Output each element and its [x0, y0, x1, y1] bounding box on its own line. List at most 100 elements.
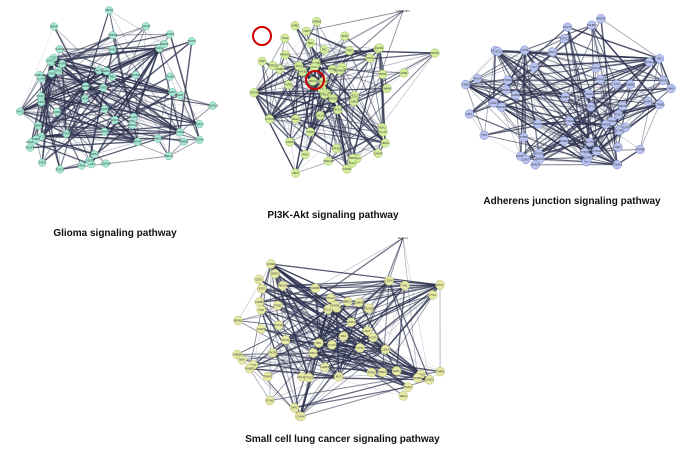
node-label: ACTN4 — [615, 129, 624, 133]
gene-node — [611, 79, 622, 89]
edge — [316, 63, 383, 75]
edge — [465, 58, 660, 86]
edge — [270, 263, 314, 354]
node-label: PDGFB — [26, 146, 35, 150]
gene-node — [355, 343, 365, 353]
gene-node — [435, 280, 445, 290]
gene-node — [333, 372, 344, 382]
edge — [19, 49, 113, 112]
edge — [62, 63, 138, 142]
node-label: MAP3K8P2 — [396, 9, 410, 13]
edge — [133, 48, 160, 118]
glioma-caption: Glioma signaling pathway — [53, 228, 177, 239]
edge — [261, 288, 418, 379]
node-label: MAPK — [188, 39, 196, 43]
edge — [298, 31, 307, 66]
node-label: PIK3CD — [155, 46, 164, 50]
node-label: PDK1 — [321, 92, 328, 96]
edge — [309, 63, 317, 132]
edge — [658, 58, 672, 89]
gene-node — [16, 107, 25, 116]
node-label: ERBB2 — [626, 82, 635, 86]
edge — [337, 87, 388, 111]
edge — [507, 50, 525, 81]
node-label: IGF1 — [55, 69, 61, 73]
edge — [253, 347, 361, 366]
edge — [318, 342, 340, 378]
node-label: CALM2 — [81, 97, 90, 101]
gene-node — [105, 6, 114, 15]
edge — [310, 131, 379, 154]
edge — [269, 21, 318, 120]
gene-node — [141, 22, 151, 31]
edge — [112, 43, 165, 51]
edge — [524, 50, 539, 124]
edge — [40, 40, 192, 97]
edge — [524, 49, 660, 59]
edge — [524, 49, 619, 116]
edge — [308, 376, 430, 381]
gene-node — [625, 79, 635, 90]
edge — [65, 76, 171, 135]
gene-node — [377, 367, 388, 378]
edge — [315, 284, 441, 289]
node-label: CTNND1 — [612, 163, 623, 167]
node-label: IGF1R — [535, 152, 543, 156]
node-label: TLR4 — [303, 29, 310, 33]
node-label: BRAF — [101, 130, 108, 134]
edge — [295, 65, 300, 120]
node-label: CDK4 — [382, 347, 389, 351]
node-label: KRAS — [78, 164, 85, 168]
node-label: CSNK2B — [607, 119, 618, 123]
edge — [535, 80, 664, 166]
edge — [40, 135, 95, 156]
edge — [309, 109, 339, 133]
node-label: CTNNB1 — [654, 102, 665, 106]
edge — [272, 352, 397, 372]
node-label: SMAD3 — [531, 163, 540, 167]
gene-node — [428, 290, 438, 300]
edge — [85, 85, 200, 125]
gene-node — [265, 395, 275, 406]
gene-node — [601, 119, 611, 130]
edge — [618, 103, 660, 116]
edge — [388, 280, 404, 396]
pi3k-caption: PI3K-Akt signaling pathway — [267, 210, 399, 221]
edge — [61, 63, 67, 134]
gene-node — [195, 135, 204, 144]
edge — [30, 141, 138, 149]
gene-node — [533, 119, 543, 129]
node-label: IL6 — [320, 86, 324, 90]
edge — [520, 80, 664, 157]
edge — [269, 118, 386, 144]
gene-node — [153, 134, 162, 143]
node-label: MYC — [336, 375, 342, 379]
node-label: CDKN1B — [308, 351, 319, 355]
gene-node — [560, 92, 570, 102]
edge — [465, 84, 590, 143]
edge — [306, 30, 350, 52]
edge — [524, 49, 650, 63]
node-label: FOXO3 — [265, 117, 274, 121]
node-label: TRAF1 — [404, 385, 413, 389]
edge — [349, 50, 436, 54]
node-label: SKP2 — [291, 406, 298, 410]
node-label: TRAF3 — [264, 375, 273, 379]
edge — [297, 65, 311, 133]
gene-node — [280, 335, 291, 345]
node-label: PIK3R1 — [175, 130, 184, 134]
gene-node — [290, 21, 300, 31]
gene-node — [342, 164, 352, 174]
edge — [563, 140, 597, 152]
edge — [567, 26, 660, 60]
gene-node — [666, 83, 676, 94]
glioma-network-graph: PIK3CAPIK3CBPIK3CDPIK3R1PIK3R2AKT1AKT2AK… — [16, 6, 218, 174]
adherens-nodes: CDH1CTNNB1CTNNA1CTNND1ACTBACTN1VCLSRCFYN… — [461, 14, 676, 170]
edge — [272, 352, 339, 378]
node-label: AKT3 — [96, 68, 103, 72]
edge — [341, 67, 353, 164]
edge — [270, 263, 320, 344]
gene-node — [333, 105, 343, 115]
edge — [254, 92, 327, 94]
